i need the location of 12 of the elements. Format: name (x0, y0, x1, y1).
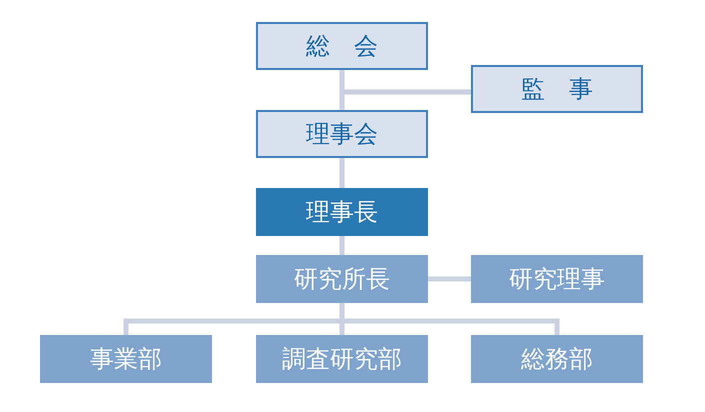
org-box: 理事長 (256, 188, 428, 236)
org-box: 研究所長 (256, 255, 428, 303)
connector-line (340, 158, 344, 188)
org-box: 総務部 (471, 335, 643, 383)
org-box: 事業部 (40, 335, 212, 383)
org-box: 研究理事 (471, 255, 643, 303)
org-box: 監 事 (471, 65, 643, 113)
org-box: 総 会 (256, 22, 428, 70)
connector-line (340, 236, 344, 255)
org-box: 理事会 (256, 110, 428, 158)
connector-line (428, 276, 471, 282)
org-box: 調査研究部 (256, 335, 428, 383)
